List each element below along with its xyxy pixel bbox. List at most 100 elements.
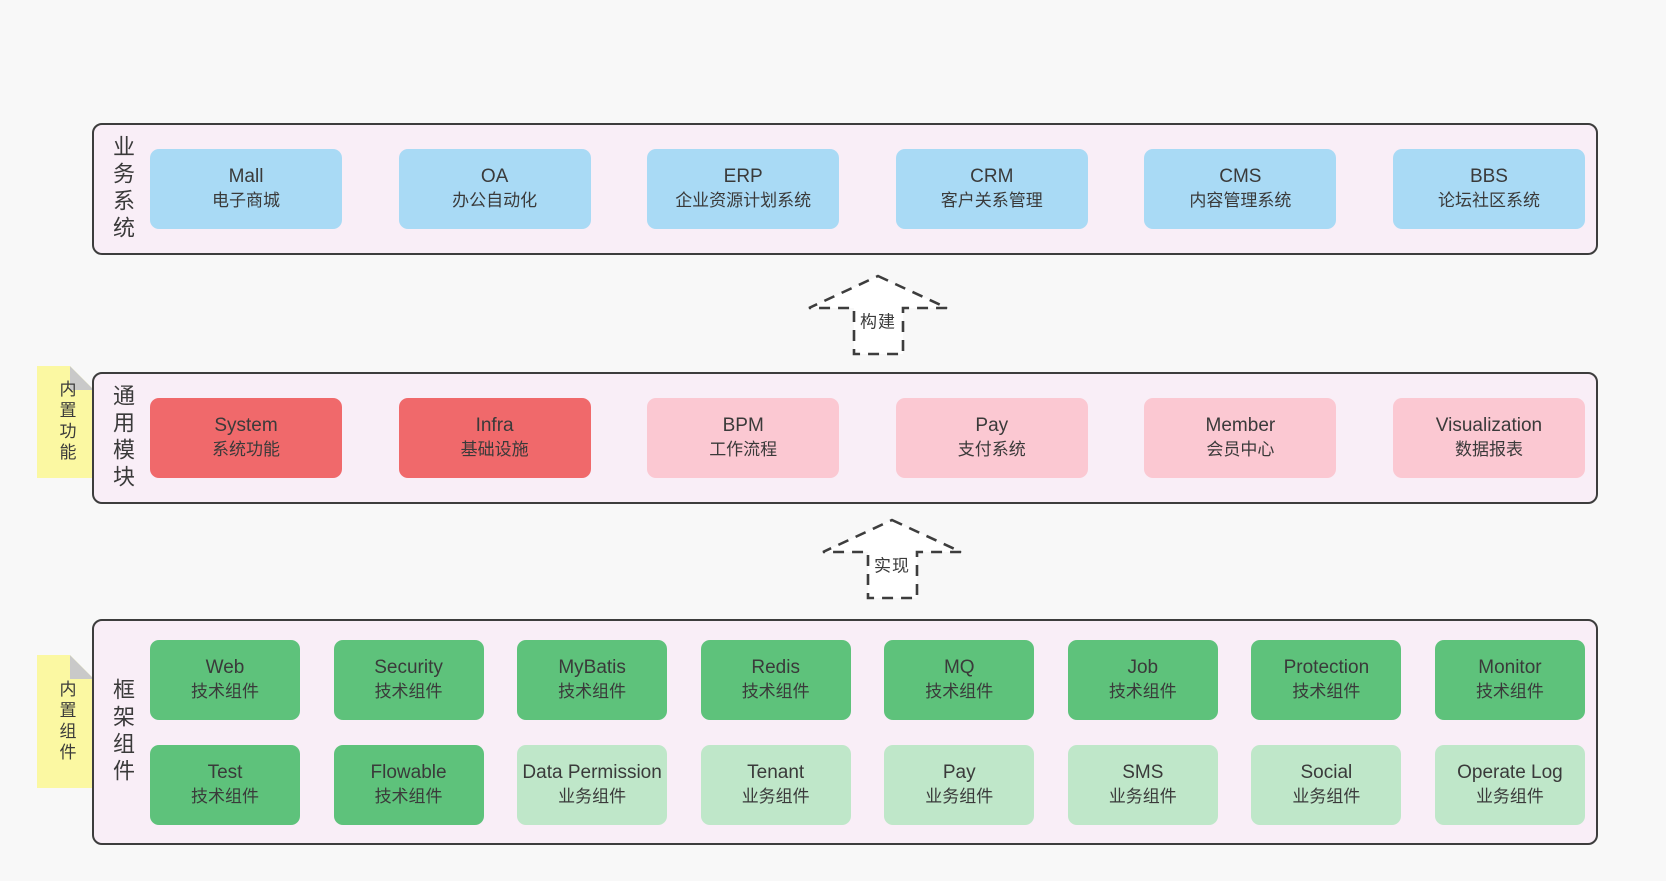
box-subtitle: 业务组件 <box>1292 786 1361 806</box>
box-subtitle: 技术组件 <box>374 786 443 806</box>
box-title: Web <box>205 656 245 678</box>
box-title: Infra <box>475 415 514 436</box>
box-subtitle: 技术组件 <box>925 681 994 701</box>
box-title: Monitor <box>1478 656 1542 678</box>
diagram-box-redis: Redis 技术组件 <box>700 639 851 720</box>
diagram-box-flowable: Flowable 技术组件 <box>333 744 484 825</box>
box-subtitle: 办公自动化 <box>452 191 538 210</box>
box-title: Flowable <box>370 761 447 783</box>
box-subtitle: 业务组件 <box>1108 786 1177 806</box>
box-title: CMS <box>1219 166 1262 187</box>
box-subtitle: 业务组件 <box>1475 786 1544 806</box>
box-title: Data Permission <box>522 761 662 783</box>
box-title: SMS <box>1122 761 1164 783</box>
layer-label: 通用模块 <box>110 384 135 492</box>
diagram-box-web: Web 技术组件 <box>150 639 300 720</box>
sticky-fold-icon <box>70 655 94 679</box>
box-title: Security <box>374 656 443 678</box>
box-title: Operate Log <box>1457 761 1563 783</box>
box-subtitle: 数据报表 <box>1454 440 1523 459</box>
diagram-box-data-permission: Data Permission 业务组件 <box>517 744 668 825</box>
box-title: BBS <box>1469 166 1508 187</box>
diagram-box-pay: Pay 支付系统 <box>895 398 1088 478</box>
box-subtitle: 客户关系管理 <box>940 191 1043 210</box>
diagram-box-bpm: BPM 工作流程 <box>647 398 840 478</box>
box-title: ERP <box>723 166 763 187</box>
box-title: Member <box>1205 415 1276 436</box>
box-subtitle: 技术组件 <box>1292 681 1361 701</box>
box-subtitle: 技术组件 <box>741 681 810 701</box>
diagram-box-bbs: BBS 论坛社区系统 <box>1392 149 1585 229</box>
sticky-note-text: 内置组件 <box>56 679 76 764</box>
box-subtitle: 系统功能 <box>212 440 280 459</box>
box-subtitle: 业务组件 <box>925 786 994 806</box>
diagram-box-erp: ERP 企业资源计划系统 <box>647 149 840 229</box>
diagram-box-operate-log: Operate Log 业务组件 <box>1434 744 1585 825</box>
diagram-box-protection: Protection 技术组件 <box>1251 639 1402 720</box>
box-title: Mall <box>228 166 264 187</box>
box-subtitle: 技术组件 <box>1108 681 1177 701</box>
diagram-box-security: Security 技术组件 <box>333 639 484 720</box>
diagram-box-mall: Mall 电子商城 <box>150 149 342 229</box>
box-subtitle: 基础设施 <box>460 440 529 459</box>
box-title: Pay <box>975 415 1009 436</box>
box-title: Job <box>1127 656 1159 678</box>
box-title: Pay <box>942 761 976 783</box>
box-title: Social <box>1300 761 1353 783</box>
diagram-box-visualization: Visualization 数据报表 <box>1392 398 1585 478</box>
sticky-note-text: 内置功能 <box>56 380 76 464</box>
layer-label: 框架组件 <box>110 678 135 786</box>
box-subtitle: 支付系统 <box>957 440 1026 459</box>
box-subtitle: 技术组件 <box>558 681 627 701</box>
diagram-box-mybatis: MyBatis 技术组件 <box>517 639 668 720</box>
box-title: Visualization <box>1435 415 1543 436</box>
box-title: BPM <box>722 415 764 436</box>
box-subtitle: 电子商城 <box>212 191 280 210</box>
box-subtitle: 工作流程 <box>709 440 778 459</box>
box-subtitle: 企业资源计划系统 <box>675 191 812 210</box>
diagram-box-pay: Pay 业务组件 <box>884 744 1035 825</box>
box-subtitle: 技术组件 <box>191 681 259 701</box>
diagram-box-social: Social 业务组件 <box>1251 744 1402 825</box>
box-title: MyBatis <box>558 656 626 678</box>
diagram-box-member: Member 会员中心 <box>1144 398 1337 478</box>
box-subtitle: 技术组件 <box>1475 681 1544 701</box>
diagram-box-cms: CMS 内容管理系统 <box>1144 149 1337 229</box>
box-title: Test <box>207 761 243 783</box>
diagram-box-monitor: Monitor 技术组件 <box>1434 639 1585 720</box>
box-title: Redis <box>751 656 800 678</box>
box-title: Protection <box>1283 656 1370 678</box>
diagram-box-crm: CRM 客户关系管理 <box>895 149 1088 229</box>
sticky-note-builtin-components: 内置组件 <box>37 655 94 788</box>
box-subtitle: 业务组件 <box>741 786 810 806</box>
box-subtitle: 内容管理系统 <box>1189 191 1292 210</box>
box-subtitle: 会员中心 <box>1206 440 1275 459</box>
box-subtitle: 论坛社区系统 <box>1437 191 1540 210</box>
diagram-box-infra: Infra 基础设施 <box>398 398 591 478</box>
diagram-box-job: Job 技术组件 <box>1067 639 1218 720</box>
arrow-label: 实现 <box>872 551 912 577</box>
diagram-box-sms: SMS 业务组件 <box>1067 744 1218 825</box>
box-title: CRM <box>970 166 1014 187</box>
build-arrow: 构建 <box>808 274 948 356</box>
layer-label: 业务系统 <box>110 135 135 243</box>
box-subtitle: 业务组件 <box>558 786 627 806</box>
box-subtitle: 技术组件 <box>374 681 443 701</box>
implement-arrow: 实现 <box>822 518 962 600</box>
